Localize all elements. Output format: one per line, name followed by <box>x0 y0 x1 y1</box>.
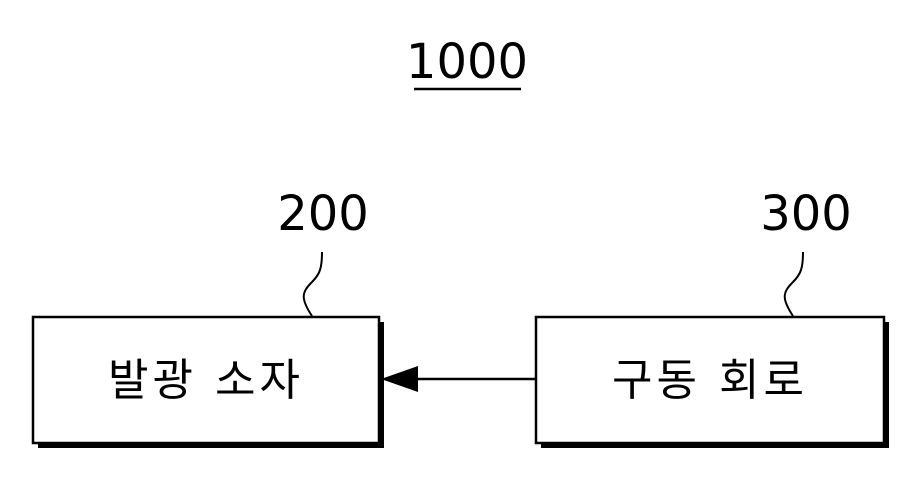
connection-arrow-head <box>381 366 418 392</box>
left-block-ref: 200 <box>277 186 369 242</box>
figure-label: 1000 <box>406 34 528 90</box>
right-block-leader <box>785 252 803 316</box>
right-block-ref: 300 <box>760 186 852 242</box>
left-block-leader <box>304 252 322 316</box>
right-block-label: 구동 회로 <box>612 355 808 406</box>
left-block-label: 발광 소자 <box>108 355 304 406</box>
